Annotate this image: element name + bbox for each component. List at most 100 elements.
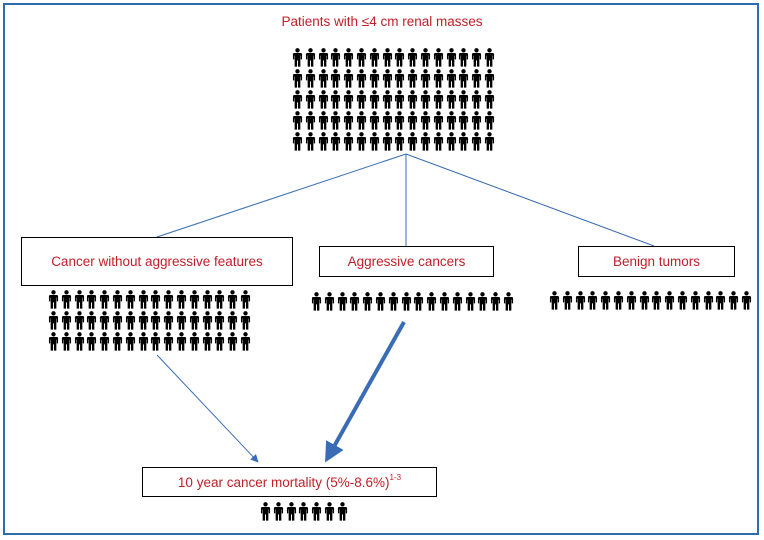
person-icon [408,132,418,151]
person-icon [202,290,212,309]
person-icon [427,292,437,311]
person-icon [215,332,225,351]
box-aggressive-cancers: Aggressive cancers [319,246,494,277]
box-label-aggressive: Aggressive cancers [347,254,466,269]
person-icon [601,291,611,310]
person-icon [61,311,71,330]
person-icon [484,48,495,67]
person-icon [100,311,110,330]
person-icon [228,332,238,351]
person-icon [459,111,469,130]
person-icon [382,132,392,151]
person-icon [420,90,431,109]
person-icon [74,332,84,351]
person-icon [395,90,405,109]
person-icon [382,69,392,88]
person-icon [408,90,418,109]
person-icon [61,332,71,351]
person-icon [337,292,347,311]
person-icon [363,292,373,311]
person-icon [202,332,212,351]
person-icon [420,69,431,88]
person-icon [446,90,456,109]
person-icon [292,48,303,67]
person-icon [112,332,123,351]
person-icon [446,132,456,151]
box-label-mortality: 10 year cancer mortality (5%-8.6%) [177,474,390,490]
person-icon [305,69,315,88]
patient-icons-aggressive [311,292,514,311]
person-icon [189,332,199,351]
person-icon [741,291,752,310]
person-icon [420,111,431,130]
box-label-non-aggressive: Cancer without aggressive features [51,254,263,269]
person-icon [87,311,97,330]
person-icon [292,111,303,130]
person-icon [369,111,379,130]
person-icon [491,292,501,311]
person-icon [549,291,560,310]
line-to-benign [405,153,655,247]
person-icon [433,90,443,109]
person-icon [344,132,354,151]
person-icon [240,332,251,351]
person-icon [472,90,482,109]
person-icon [260,502,271,521]
person-icon [484,111,495,130]
person-icon [176,311,187,330]
person-icon [228,311,238,330]
person-icon [228,290,238,309]
person-icon [408,111,418,130]
person-icon [382,90,392,109]
person-icon [503,292,514,311]
person-icon [138,332,148,351]
person-icon [318,132,328,151]
arrow-non-aggressive-to-mortality [156,354,259,463]
person-icon [151,311,161,330]
person-icon [356,132,367,151]
person-icon [459,132,469,151]
person-icon [312,502,322,521]
person-icon [176,332,187,351]
box-label-benign: Benign tumors [612,254,701,269]
person-icon [459,69,469,88]
person-icon [318,48,328,67]
person-icon [639,291,649,310]
person-icon [189,290,199,309]
person-icon [215,290,225,309]
person-icon [138,290,148,309]
person-icon [652,291,662,310]
person-icon [318,90,328,109]
person-icon [125,332,135,351]
person-icon [311,292,322,311]
person-icon [151,332,161,351]
person-icon [273,502,283,521]
person-icon [344,69,354,88]
person-icon [588,291,598,310]
person-icon [331,132,341,151]
person-icon [665,291,675,310]
person-icon [318,111,328,130]
person-icon [331,111,341,130]
person-icon [324,292,334,311]
person-icon [382,111,392,130]
person-icon [420,132,431,151]
person-icon [61,290,71,309]
person-icon [459,90,469,109]
person-icon [414,292,424,311]
person-icon [401,292,411,311]
person-icon [459,48,469,67]
person-icon [716,291,726,310]
person-icon [164,311,174,330]
person-icon [240,290,251,309]
person-icon [337,502,347,521]
person-icon [446,111,456,130]
person-icon [164,332,174,351]
person-icon [420,48,431,67]
person-icon [395,111,405,130]
person-icon [472,111,482,130]
person-icon [388,292,398,311]
person-icon [48,311,59,330]
person-icon [690,291,700,310]
